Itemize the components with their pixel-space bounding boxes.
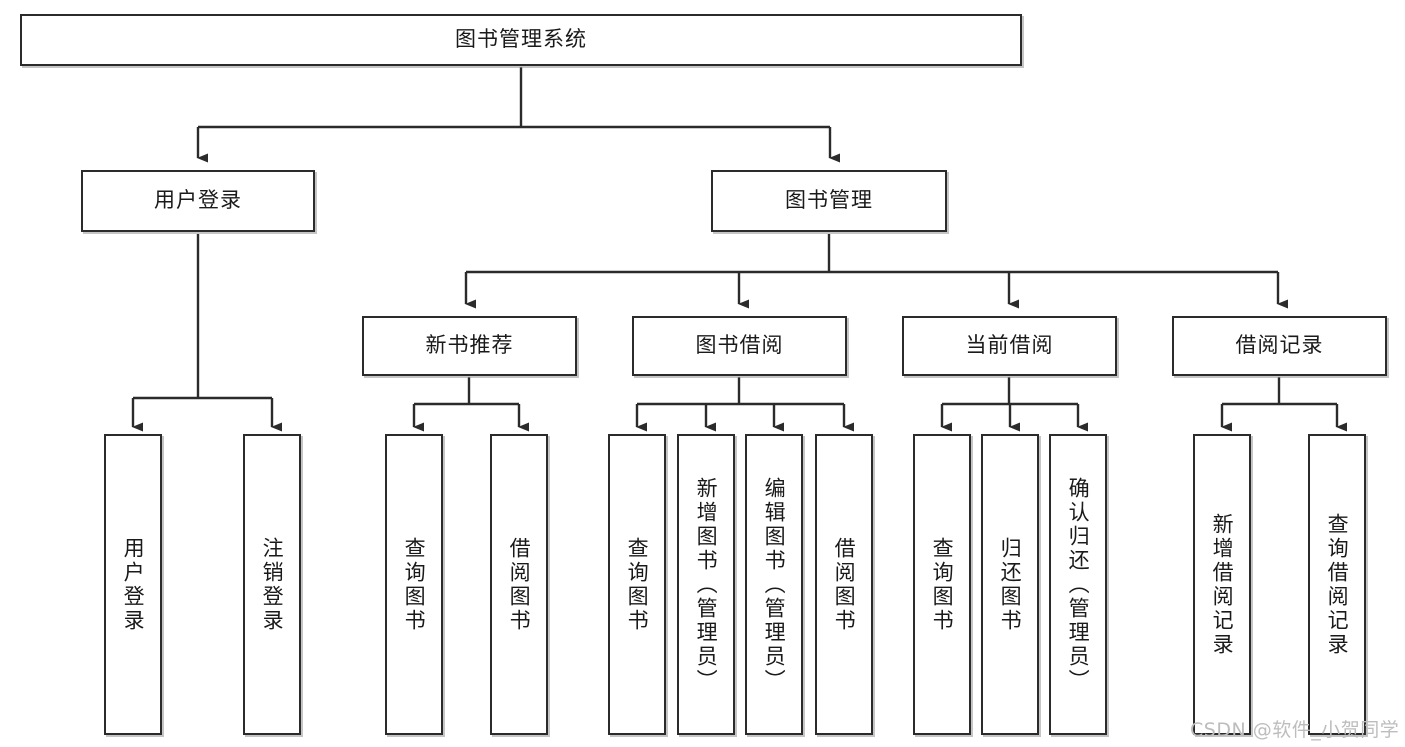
node-label: 确认归还（管理员） <box>1066 476 1091 693</box>
node-user-login[interactable]: 用户登录 <box>81 170 315 232</box>
node-label: 查询图书 <box>930 536 955 633</box>
node-label: 查询图书 <box>625 536 650 633</box>
node-label: 当前借阅 <box>965 333 1054 358</box>
node-leaf-query-record[interactable]: 查询借阅记录 <box>1308 434 1366 735</box>
node-label: 新书推荐 <box>425 333 514 358</box>
node-label: 归还图书 <box>998 536 1023 633</box>
node-leaf-add-record[interactable]: 新增借阅记录 <box>1193 434 1251 735</box>
node-book-borrow[interactable]: 图书借阅 <box>632 316 847 376</box>
node-label: 编辑图书（管理员） <box>762 476 787 693</box>
node-leaf-query-book-3[interactable]: 查询图书 <box>913 434 971 735</box>
node-label: 查询借阅记录 <box>1325 512 1350 657</box>
node-label: 用户登录 <box>121 536 146 633</box>
node-label: 借阅图书 <box>832 536 857 633</box>
node-current-borrow[interactable]: 当前借阅 <box>902 316 1117 376</box>
node-label: 查询图书 <box>402 536 427 633</box>
node-label: 借阅记录 <box>1235 333 1324 358</box>
node-label: 图书借阅 <box>695 333 784 358</box>
node-book-management[interactable]: 图书管理 <box>711 170 947 232</box>
node-label: 图书管理系统 <box>455 27 587 52</box>
node-leaf-query-book-1[interactable]: 查询图书 <box>385 434 443 735</box>
node-label: 用户登录 <box>154 188 242 213</box>
node-label: 图书管理 <box>785 188 873 213</box>
csdn-watermark: CSDN @软件_小贺同学 <box>1190 719 1400 741</box>
node-borrow-record[interactable]: 借阅记录 <box>1172 316 1387 376</box>
node-leaf-user-login[interactable]: 用户登录 <box>104 434 162 735</box>
node-book-management-system[interactable]: 图书管理系统 <box>20 14 1022 66</box>
node-leaf-edit-book[interactable]: 编辑图书（管理员） <box>745 434 803 735</box>
node-leaf-borrow-book-1[interactable]: 借阅图书 <box>490 434 548 735</box>
node-label: 新增借阅记录 <box>1210 512 1235 657</box>
node-leaf-query-book-2[interactable]: 查询图书 <box>608 434 666 735</box>
node-leaf-logout-login[interactable]: 注销登录 <box>243 434 301 735</box>
node-new-book-recommend[interactable]: 新书推荐 <box>362 316 577 376</box>
node-leaf-add-book[interactable]: 新增图书（管理员） <box>677 434 735 735</box>
node-label: 借阅图书 <box>507 536 532 633</box>
node-leaf-confirm-return[interactable]: 确认归还（管理员） <box>1049 434 1107 735</box>
node-leaf-return-book[interactable]: 归还图书 <box>981 434 1039 735</box>
node-label: 注销登录 <box>260 536 285 633</box>
node-label: 新增图书（管理员） <box>694 476 719 693</box>
node-leaf-borrow-book-2[interactable]: 借阅图书 <box>815 434 873 735</box>
